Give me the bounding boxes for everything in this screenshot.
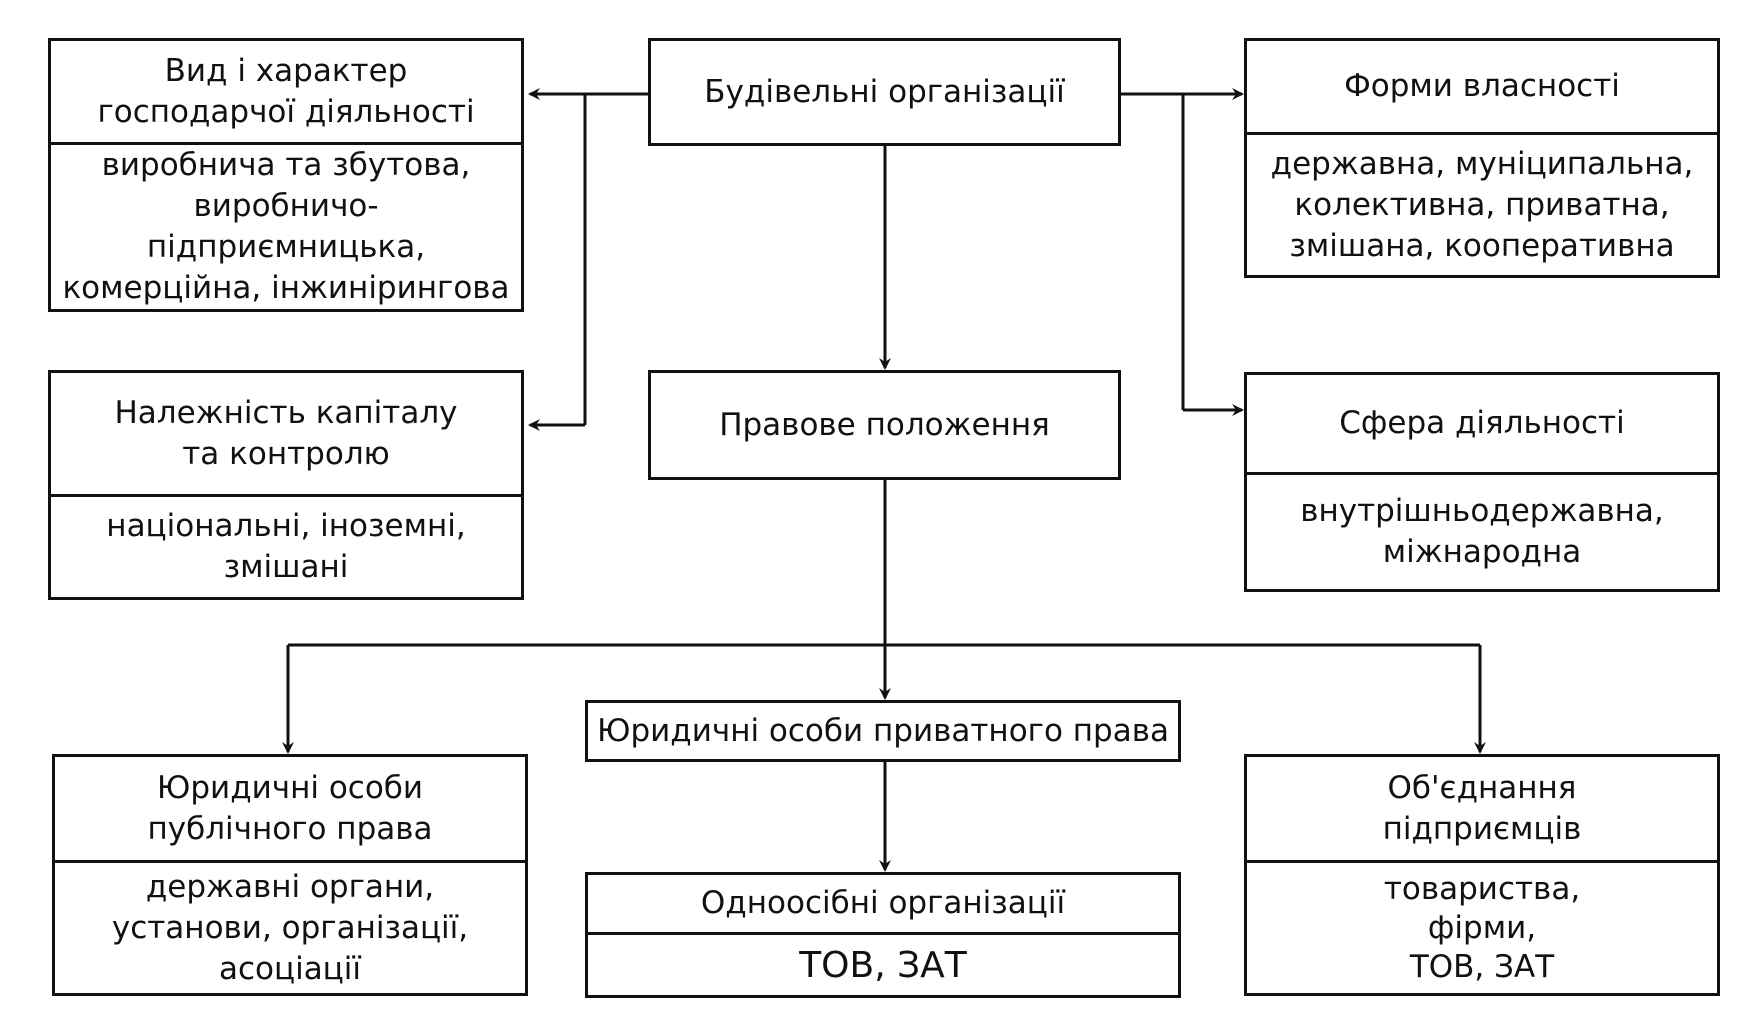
node-capital: Належність капіталу та контролю націонал… <box>48 370 524 600</box>
node-private-title: Юридичні особи приватного права <box>597 712 1169 749</box>
node-ownership-items: державна, муніципальна, колективна, прив… <box>1270 145 1694 264</box>
node-union: Об'єднання підприємців товариства, фірми… <box>1244 754 1720 996</box>
node-union-title: Об'єднання підприємців <box>1247 757 1717 863</box>
node-legal-title: Правове положення <box>719 406 1050 443</box>
node-sphere-title: Сфера діяльності <box>1247 375 1717 475</box>
node-sole-items: ТОВ, ЗАТ <box>799 944 967 986</box>
node-public-title: Юридичні особи публічного права <box>55 757 525 863</box>
node-public: Юридичні особи публічного права державні… <box>52 754 528 996</box>
node-sole-title: Одноосібні організації <box>588 875 1178 935</box>
node-root: Будівельні організації <box>648 38 1121 146</box>
node-activity-type-title: Вид і характер господарчої діяльності <box>51 41 521 145</box>
node-legal: Правове положення <box>648 370 1121 480</box>
node-ownership-title: Форми власності <box>1247 41 1717 135</box>
node-capital-items: національні, іноземні, змішані <box>106 508 466 585</box>
node-ownership: Форми власності державна, муніципальна, … <box>1244 38 1720 278</box>
node-sphere: Сфера діяльності внутрішньодержавна, між… <box>1244 372 1720 592</box>
node-activity-type-items: виробнича та збутова, виробничо-підприєм… <box>62 147 510 306</box>
node-sphere-items: внутрішньодержавна, міжнародна <box>1300 493 1664 570</box>
node-union-items: товариства, фірми, ТОВ, ЗАТ <box>1383 870 1581 985</box>
node-root-title: Будівельні організації <box>704 73 1065 110</box>
node-activity-type: Вид і характер господарчої діяльності ви… <box>48 38 524 312</box>
node-capital-title: Належність капіталу та контролю <box>51 373 521 497</box>
node-public-items: державні органи, установи, організації, … <box>111 868 469 987</box>
node-private: Юридичні особи приватного права <box>585 700 1181 762</box>
node-sole: Одноосібні організації ТОВ, ЗАТ <box>585 872 1181 998</box>
